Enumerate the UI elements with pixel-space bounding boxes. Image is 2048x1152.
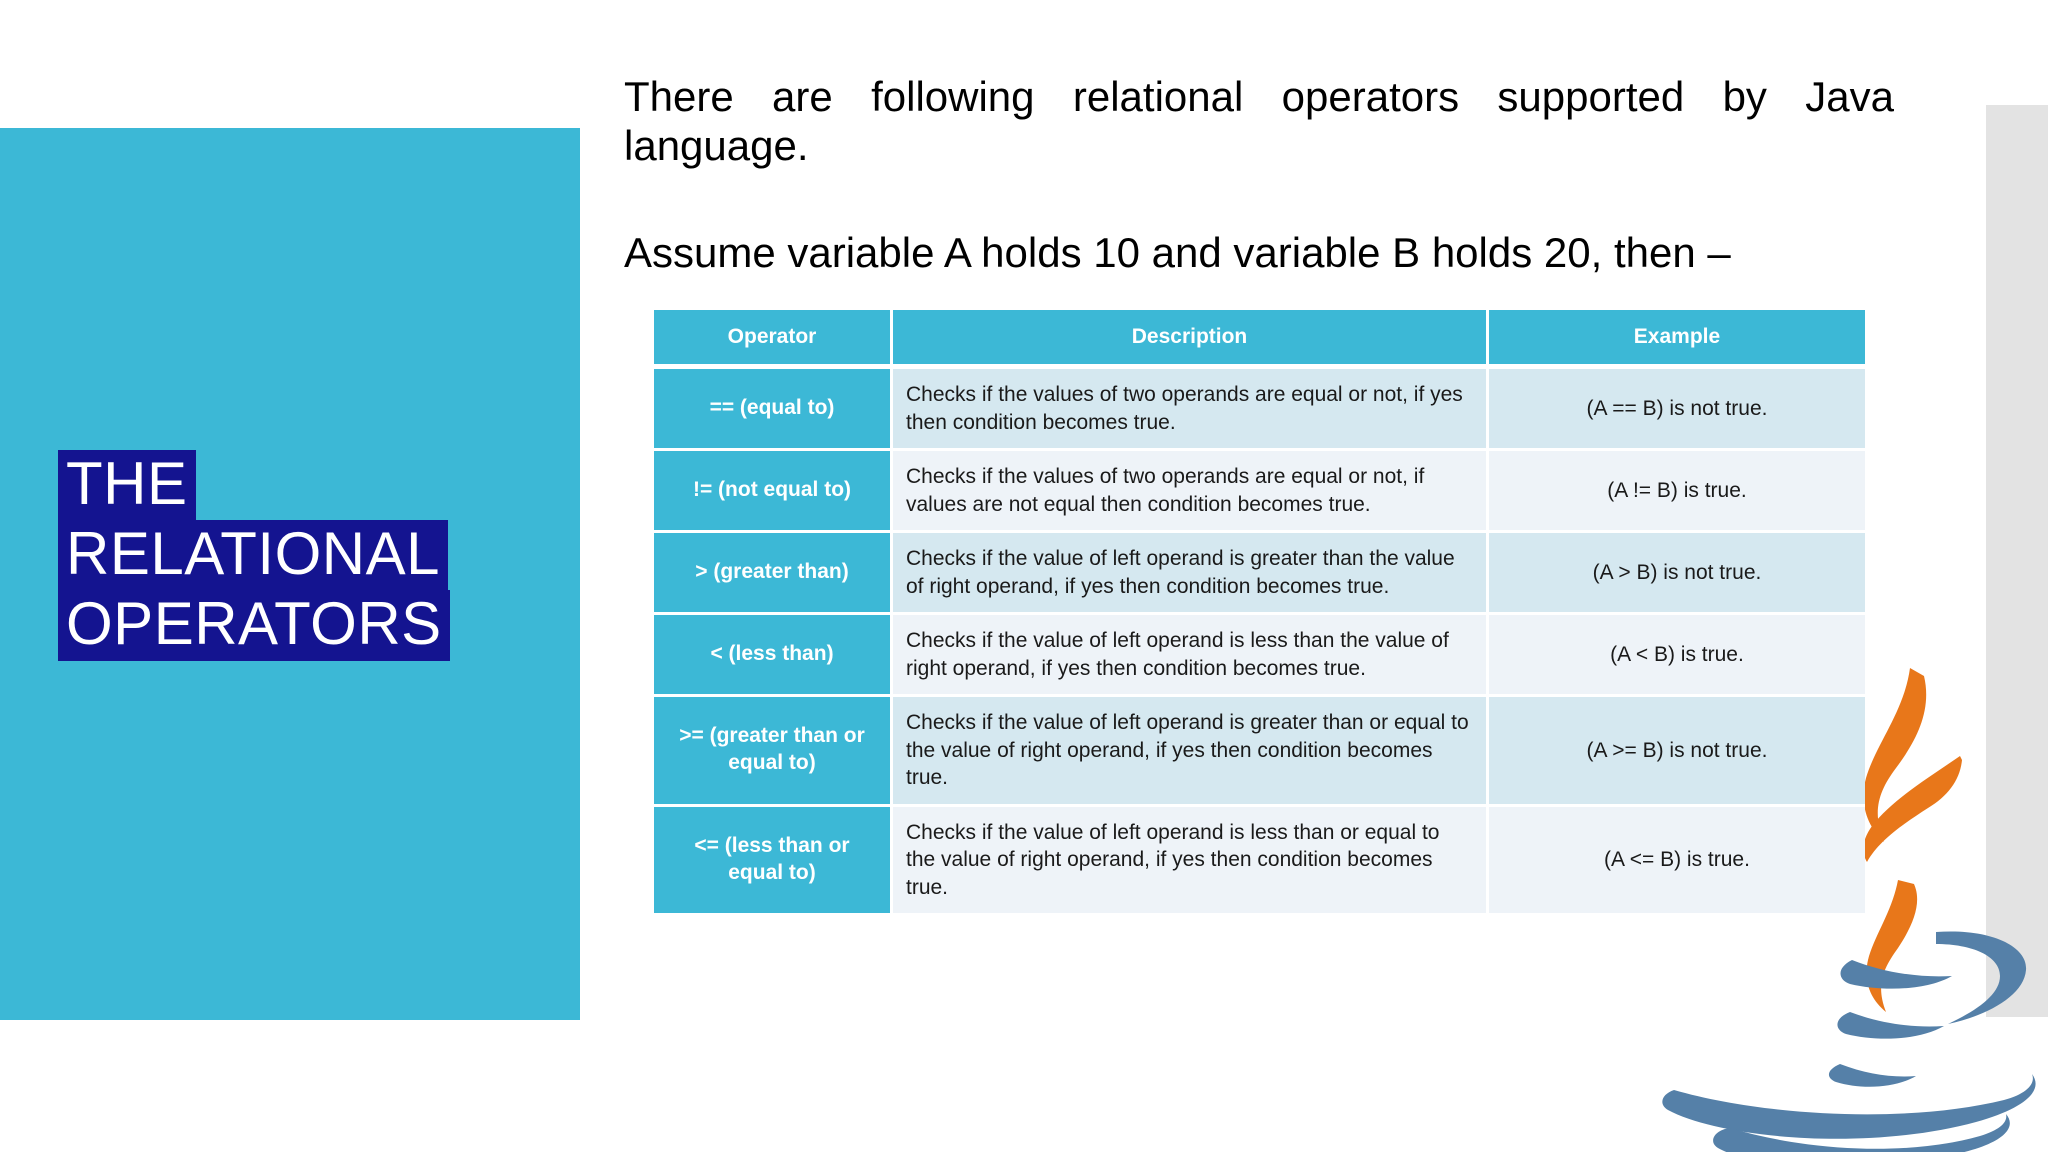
cell-example: (A != B) is true.: [1489, 451, 1865, 533]
title-line-3: OPERATORS: [58, 590, 450, 661]
table-row: == (equal to) Checks if the values of tw…: [654, 369, 1865, 451]
cell-operator: <= (less than or equal to): [654, 806, 893, 916]
column-header-example: Example: [1489, 310, 1865, 369]
cell-description: Checks if the values of two operands are…: [893, 451, 1489, 533]
slide-title: THE RELATIONAL OPERATORS: [58, 450, 450, 661]
cell-operator: > (greater than): [654, 533, 893, 615]
table-row: != (not equal to) Checks if the values o…: [654, 451, 1865, 533]
slide-title-panel: THE RELATIONAL OPERATORS: [0, 128, 580, 1020]
cell-example: (A == B) is not true.: [1489, 369, 1865, 451]
cell-description: Checks if the value of left operand is g…: [893, 533, 1489, 615]
cell-operator: < (less than): [654, 615, 893, 697]
relational-operators-table: Operator Description Example == (equal t…: [654, 310, 1865, 916]
slide-content: There are following relational operators…: [624, 0, 1914, 1152]
table-row: <= (less than or equal to) Checks if the…: [654, 806, 1865, 916]
right-side-strip: [1986, 105, 2048, 1017]
table-header-row: Operator Description Example: [654, 310, 1865, 369]
cell-example: (A > B) is not true.: [1489, 533, 1865, 615]
cell-operator: != (not equal to): [654, 451, 893, 533]
cell-description: Checks if the value of left operand is l…: [893, 615, 1489, 697]
cell-description: Checks if the values of two operands are…: [893, 369, 1489, 451]
cell-example: (A <= B) is true.: [1489, 806, 1865, 916]
assumption-paragraph: Assume variable A holds 10 and variable …: [624, 229, 1731, 276]
column-header-description: Description: [893, 310, 1489, 369]
cell-description: Checks if the value of left operand is l…: [893, 806, 1489, 916]
cell-example: (A >= B) is not true.: [1489, 697, 1865, 807]
cell-description: Checks if the value of left operand is g…: [893, 697, 1489, 807]
title-line-2: RELATIONAL: [58, 520, 448, 591]
intro-paragraph: There are following relational operators…: [624, 73, 1894, 170]
table-row: >= (greater than or equal to) Checks if …: [654, 697, 1865, 807]
title-line-1: THE: [58, 450, 196, 521]
cell-operator: >= (greater than or equal to): [654, 697, 893, 807]
column-header-operator: Operator: [654, 310, 893, 369]
table-row: < (less than) Checks if the value of lef…: [654, 615, 1865, 697]
cell-operator: == (equal to): [654, 369, 893, 451]
table-row: > (greater than) Checks if the value of …: [654, 533, 1865, 615]
cell-example: (A < B) is true.: [1489, 615, 1865, 697]
